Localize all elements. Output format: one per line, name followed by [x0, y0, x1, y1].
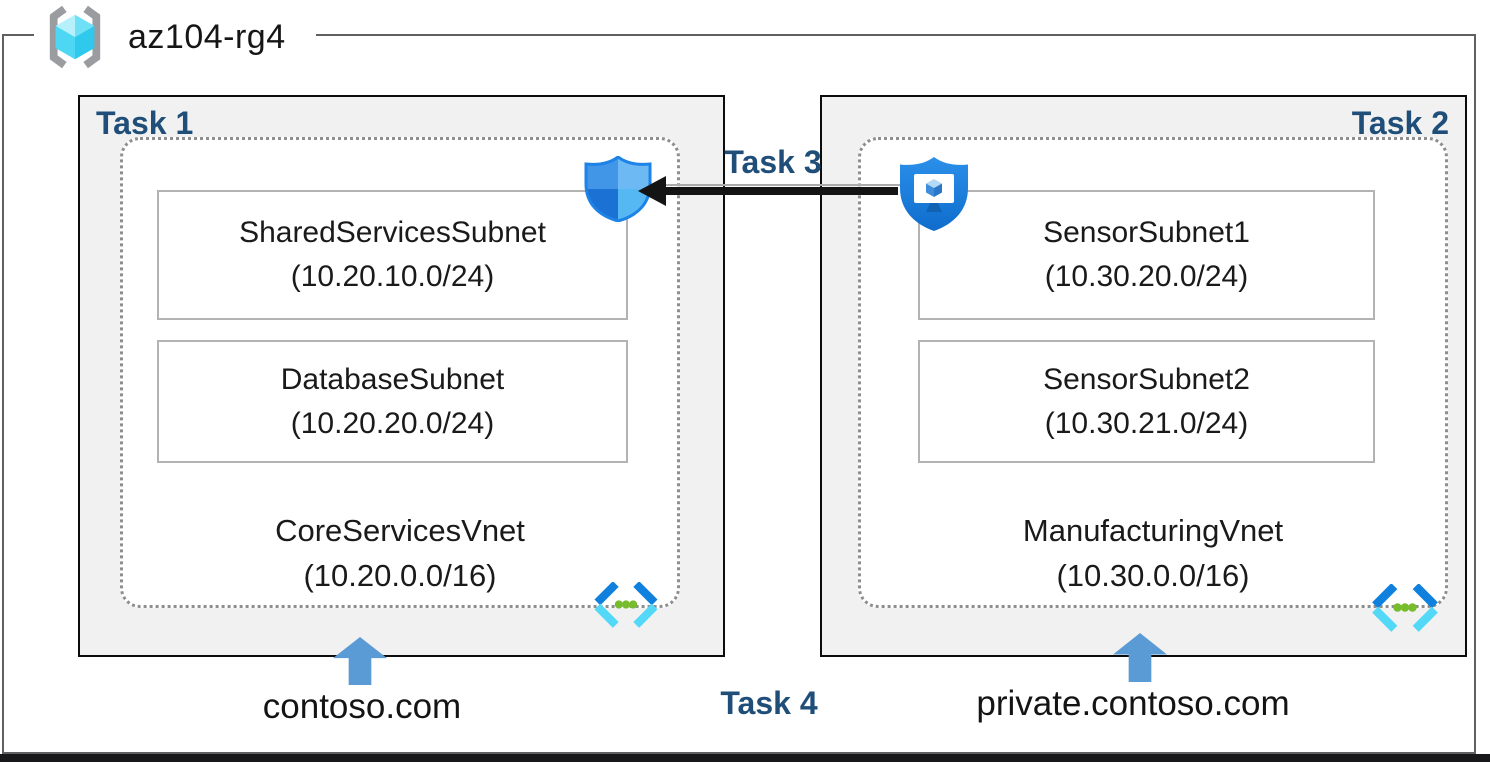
subnet-name: SensorSubnet2 — [1043, 362, 1250, 396]
vnet-cidr: (10.30.0.0/16) — [1056, 558, 1250, 593]
subnet-name: SharedServicesSubnet — [239, 216, 546, 249]
manufacturing-vnet-label: ManufacturingVnet (10.30.0.0/16) — [858, 508, 1448, 598]
task3-label: Task 3 — [724, 144, 822, 180]
resource-group-frame — [2, 34, 1476, 754]
virtual-network-icon — [1372, 584, 1438, 632]
icon-connector-line — [618, 184, 934, 186]
resource-group-icon — [49, 5, 101, 69]
subnet-name: SensorSubnet1 — [1043, 216, 1250, 249]
subnet-name: DatabaseSubnet — [280, 362, 505, 396]
subnet-cidr: (10.20.10.0/24) — [290, 260, 495, 293]
task2-label: Task 2 — [1351, 105, 1449, 141]
contoso-dns-label: contoso.com — [262, 687, 462, 726]
task1-label: Task 1 — [96, 105, 194, 141]
subnet-cidr: (10.20.20.0/24) — [290, 406, 495, 440]
peering-arrow-head-icon — [638, 176, 666, 206]
subnet-cidr: (10.30.20.0/24) — [1044, 260, 1249, 293]
bastion-shield-icon — [900, 157, 968, 231]
task2-box: Task 2 SensorSubnet1 (10.30.20.0/24) Sen… — [820, 95, 1467, 657]
database-subnet-box: DatabaseSubnet (10.20.20.0/24) — [157, 340, 628, 463]
network-security-group-shield-icon — [584, 156, 652, 222]
private-contoso-dns-label: private.contoso.com — [976, 684, 1290, 723]
resource-group-name: az104-rg4 — [128, 17, 286, 56]
core-services-vnet-label: CoreServicesVnet (10.20.0.0/16) — [120, 508, 680, 598]
peering-arrow-left-icon — [658, 187, 898, 195]
vnet-cidr: (10.20.0.0/16) — [303, 558, 497, 593]
bottom-edge-bar — [0, 754, 1490, 762]
sensor-subnet1-box: SensorSubnet1 (10.30.20.0/24) — [918, 190, 1375, 320]
virtual-network-icon — [594, 582, 658, 628]
shared-services-subnet-box: SharedServicesSubnet (10.20.10.0/24) — [157, 190, 628, 320]
vnet-name: ManufacturingVnet — [1022, 513, 1284, 548]
resource-group-header: az104-rg4 — [34, 2, 316, 72]
vnet-name: CoreServicesVnet — [275, 513, 525, 548]
task4-label: Task 4 — [720, 685, 818, 721]
subnet-cidr: (10.30.21.0/24) — [1044, 406, 1249, 440]
sensor-subnet2-box: SensorSubnet2 (10.30.21.0/24) — [918, 340, 1375, 463]
